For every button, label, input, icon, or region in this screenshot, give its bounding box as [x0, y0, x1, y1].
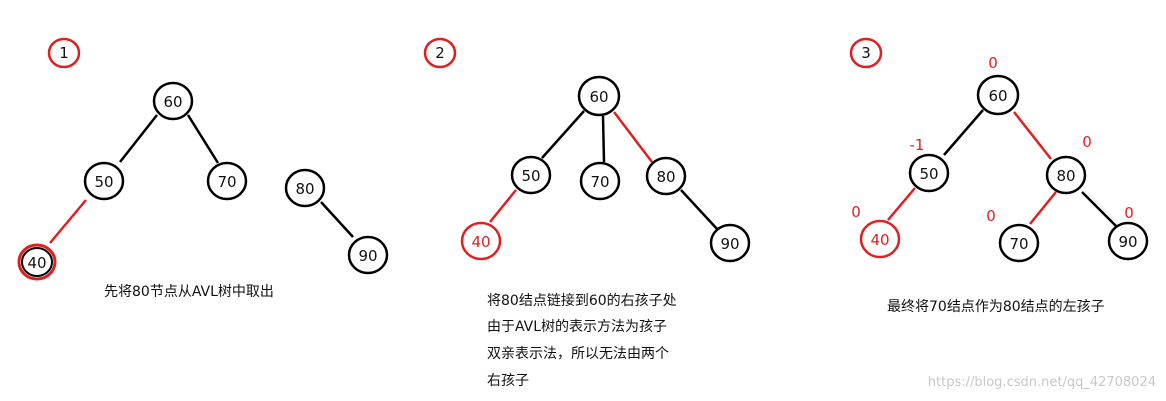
balance-factor: 0 [1124, 204, 1134, 222]
edge-60-50 [119, 114, 158, 163]
svg-text:80: 80 [656, 168, 675, 186]
svg-text:80: 80 [1056, 167, 1075, 185]
edge-60-50 [541, 110, 585, 159]
balance-factor: 0 [1082, 133, 1092, 151]
step-2-number: 2 [435, 44, 445, 62]
svg-text:50: 50 [919, 165, 938, 183]
tree-node: 90 [709, 223, 751, 263]
svg-text:50: 50 [521, 167, 540, 185]
edge-60-70 [186, 114, 220, 164]
step-1-caption: 先将80节点从AVL树中取出 [104, 284, 274, 300]
svg-text:40: 40 [471, 233, 490, 251]
edge-60-50 [943, 109, 984, 156]
edge-80-90 [1081, 191, 1117, 227]
svg-text:由于AVL树的表示方法为孩子: 由于AVL树的表示方法为孩子 [487, 319, 667, 335]
svg-text:60: 60 [163, 93, 182, 111]
svg-text:双亲表示法，所以无法由两个: 双亲表示法，所以无法由两个 [487, 346, 669, 362]
edge-60-80 [613, 111, 653, 163]
svg-text:80: 80 [295, 180, 314, 198]
tree-node: 80 [284, 168, 326, 208]
step-1-number-circle [47, 37, 81, 69]
tree-node: 60 [976, 74, 1020, 116]
step-3-panel: 3 60 50 80 40 70 90 [849, 37, 1149, 315]
svg-text:60: 60 [988, 87, 1007, 105]
tree-node: 70 [206, 161, 248, 201]
tree-node: 60 [577, 75, 621, 117]
edge-80-90 [320, 201, 354, 238]
watermark: https://blog.csdn.net/qq_42708024 [928, 375, 1156, 390]
svg-text:右孩子: 右孩子 [487, 373, 529, 389]
tree-node-highlighted: 40 [859, 219, 901, 259]
step-3-number-circle [849, 37, 883, 69]
step-1-number: 1 [59, 44, 69, 62]
step-3-number: 3 [861, 44, 871, 62]
edge-80-70 [1029, 191, 1057, 225]
step-2-number-circle [423, 37, 457, 69]
tree-node-highlighted: 40 [17, 243, 57, 281]
svg-text:60: 60 [589, 88, 608, 106]
tree-node: 90 [347, 235, 389, 275]
edge-50-40 [489, 189, 517, 223]
balance-factor: -1 [910, 136, 925, 154]
edge-60-80 [1013, 111, 1052, 160]
svg-text:50: 50 [94, 173, 113, 191]
tree-node: 80 [1045, 155, 1087, 195]
tree-node-highlighted: 40 [460, 221, 502, 261]
tree-node: 70 [998, 223, 1040, 263]
svg-text:70: 70 [217, 173, 236, 191]
edge-50-40 [887, 187, 916, 221]
svg-text:将80结点链接到60的右孩子处: 将80结点链接到60的右孩子处 [487, 292, 677, 309]
step-2-caption: 将80结点链接到60的右孩子处 由于AVL树的表示方法为孩子 双亲表示法，所以无… [487, 292, 677, 389]
balance-factor: 0 [988, 54, 998, 72]
step-1-panel: 1 60 50 70 40 80 90 [17, 37, 389, 300]
tree-node: 80 [645, 156, 687, 196]
tree-node: 50 [510, 155, 552, 195]
tree-node: 50 [83, 161, 125, 201]
svg-text:40: 40 [870, 231, 889, 249]
svg-text:90: 90 [358, 247, 377, 265]
edge-60-70 [601, 115, 606, 163]
tree-node: 70 [579, 161, 621, 201]
step-2-panel: 2 60 50 70 80 40 90 [423, 37, 751, 389]
edge-80-90 [680, 189, 719, 231]
svg-text:40: 40 [27, 254, 46, 272]
svg-text:70: 70 [590, 173, 609, 191]
step-3-caption: 最终将70结点作为80结点的左孩子 [887, 299, 1105, 315]
svg-text:90: 90 [720, 235, 739, 253]
tree-node: 90 [1107, 221, 1149, 261]
svg-text:70: 70 [1009, 235, 1028, 253]
tree-node: 60 [152, 81, 194, 121]
svg-text:90: 90 [1118, 233, 1137, 251]
edge-50-40 [49, 199, 87, 244]
balance-factor: 0 [986, 207, 996, 225]
balance-factor: 0 [851, 203, 861, 221]
tree-node: 50 [908, 153, 950, 193]
